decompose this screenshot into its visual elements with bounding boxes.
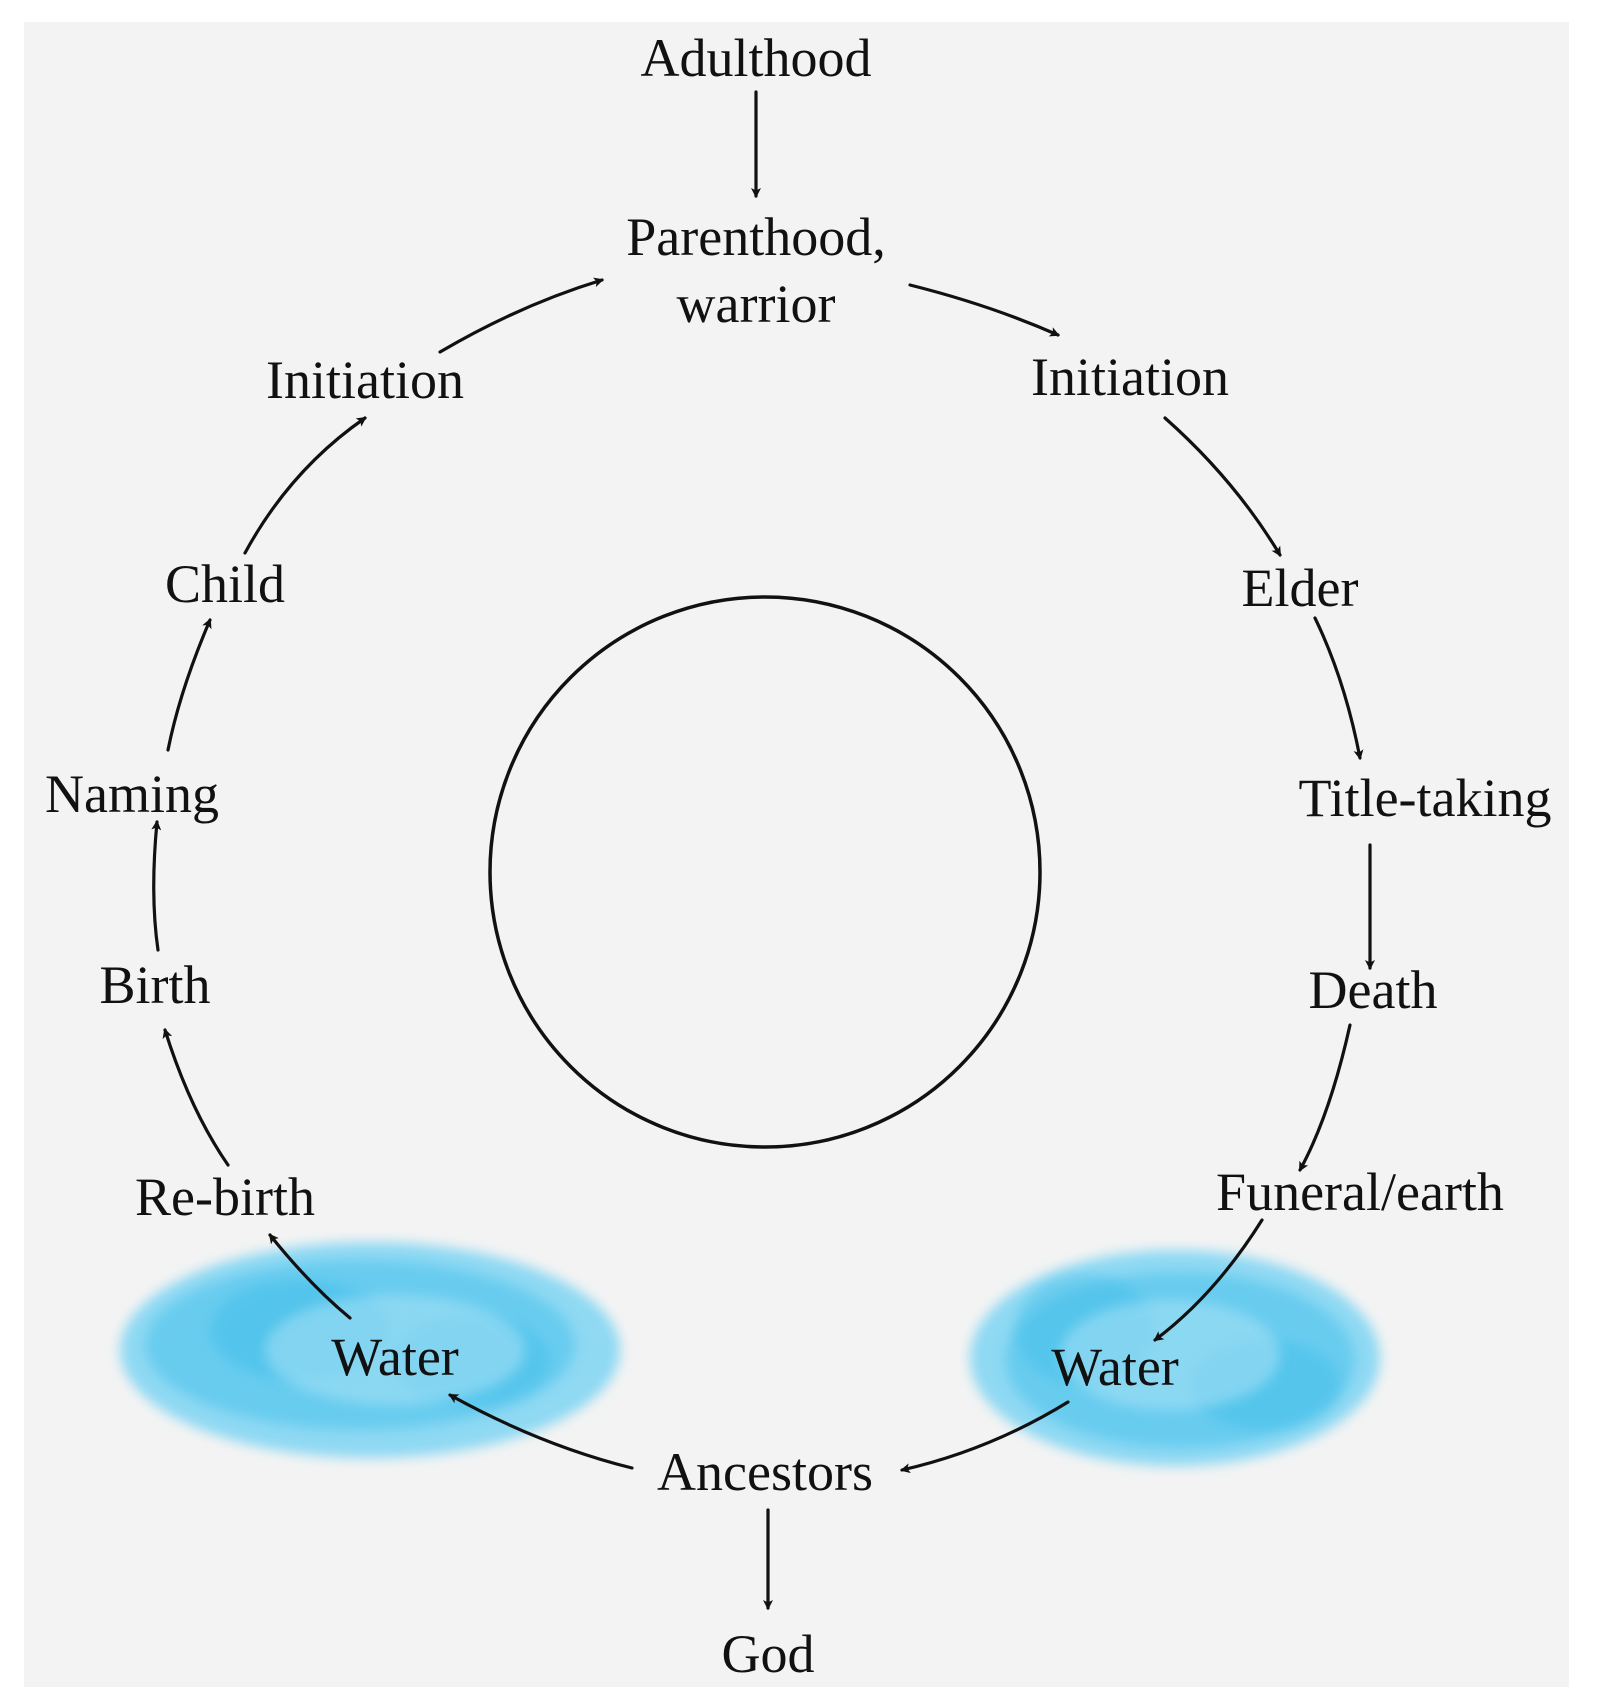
- node-elder: Elder: [1242, 558, 1359, 618]
- arrow-water-to-re-birth: [268, 1233, 352, 1320]
- node-re-birth: Re-birth: [135, 1167, 315, 1227]
- arrow-funeral-to-water: [1153, 1218, 1264, 1342]
- arrow-naming-to-child: [166, 618, 212, 752]
- node-water-right: Water: [1051, 1337, 1179, 1397]
- arrow-death-to-funeral: [1298, 1023, 1352, 1172]
- node-naming: Naming: [45, 764, 219, 824]
- node-initiation-left: Initiation: [266, 350, 464, 410]
- node-initiation-right: Initiation: [1031, 347, 1229, 407]
- node-birth: Birth: [99, 955, 210, 1015]
- node-title-taking: Title-taking: [1298, 768, 1551, 828]
- node-god: God: [722, 1624, 815, 1684]
- arrow-parenthood-to-initiation: [908, 283, 1060, 337]
- water-patch-right: [970, 1250, 1380, 1466]
- node-child: Child: [165, 554, 285, 614]
- node-parenthood-line2: warrior: [677, 274, 836, 334]
- node-ancestors: Ancestors: [657, 1442, 873, 1502]
- node-funeral-earth: Funeral/earth: [1216, 1162, 1504, 1222]
- arrow-re-birth-to-birth: [162, 1028, 230, 1167]
- arrow-initiation-to-elder: [1163, 416, 1282, 557]
- node-parenthood-line1: Parenthood,: [626, 207, 885, 267]
- arrow-ancestors-to-water: [448, 1393, 634, 1470]
- node-death: Death: [1309, 960, 1438, 1020]
- arrow-child-to-initiation: [243, 416, 367, 555]
- node-adulthood: Adulthood: [640, 28, 871, 88]
- center-circle: [488, 595, 1042, 1149]
- water-patch-left: [120, 1242, 620, 1458]
- arrow-elder-to-title-taking: [1313, 616, 1364, 760]
- arrow-birth-to-naming: [151, 820, 162, 952]
- node-water-left: Water: [331, 1327, 459, 1387]
- arrow-water-to-ancestors: [900, 1400, 1070, 1474]
- arrow-initiation-to-parenthood: [438, 277, 604, 354]
